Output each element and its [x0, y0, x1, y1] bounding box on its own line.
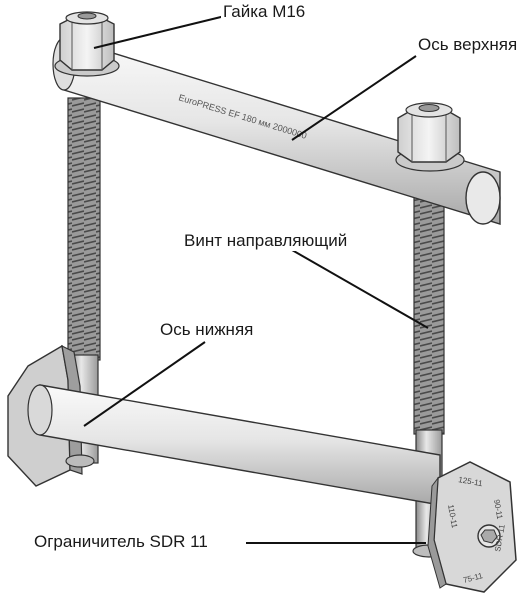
label-upper-axis: Ось верхняя [416, 35, 520, 55]
label-lower-axis: Ось нижняя [158, 320, 256, 340]
limiter-mark-110: 110-11 [446, 504, 459, 529]
right-limiter-plate: 125-11 90-11 110-11 75-11 SDR 11 [427, 461, 517, 593]
leader-nut [93, 15, 226, 49]
label-limiter: Ограничитель SDR 11 [32, 532, 210, 552]
limiter-mark-90: 90-11 [492, 499, 504, 521]
label-nut: Гайка М16 [221, 2, 308, 22]
label-guide-screw: Винт направляющий [182, 231, 350, 251]
left-hex-nut [54, 11, 120, 77]
leader-guide-screw [291, 249, 429, 329]
right-hex-nut [395, 102, 465, 172]
leader-upper-axis [291, 55, 417, 141]
leader-lower-axis [83, 341, 206, 427]
leader-lines [83, 15, 429, 544]
limiter-mark-125: 125-11 [458, 475, 484, 488]
